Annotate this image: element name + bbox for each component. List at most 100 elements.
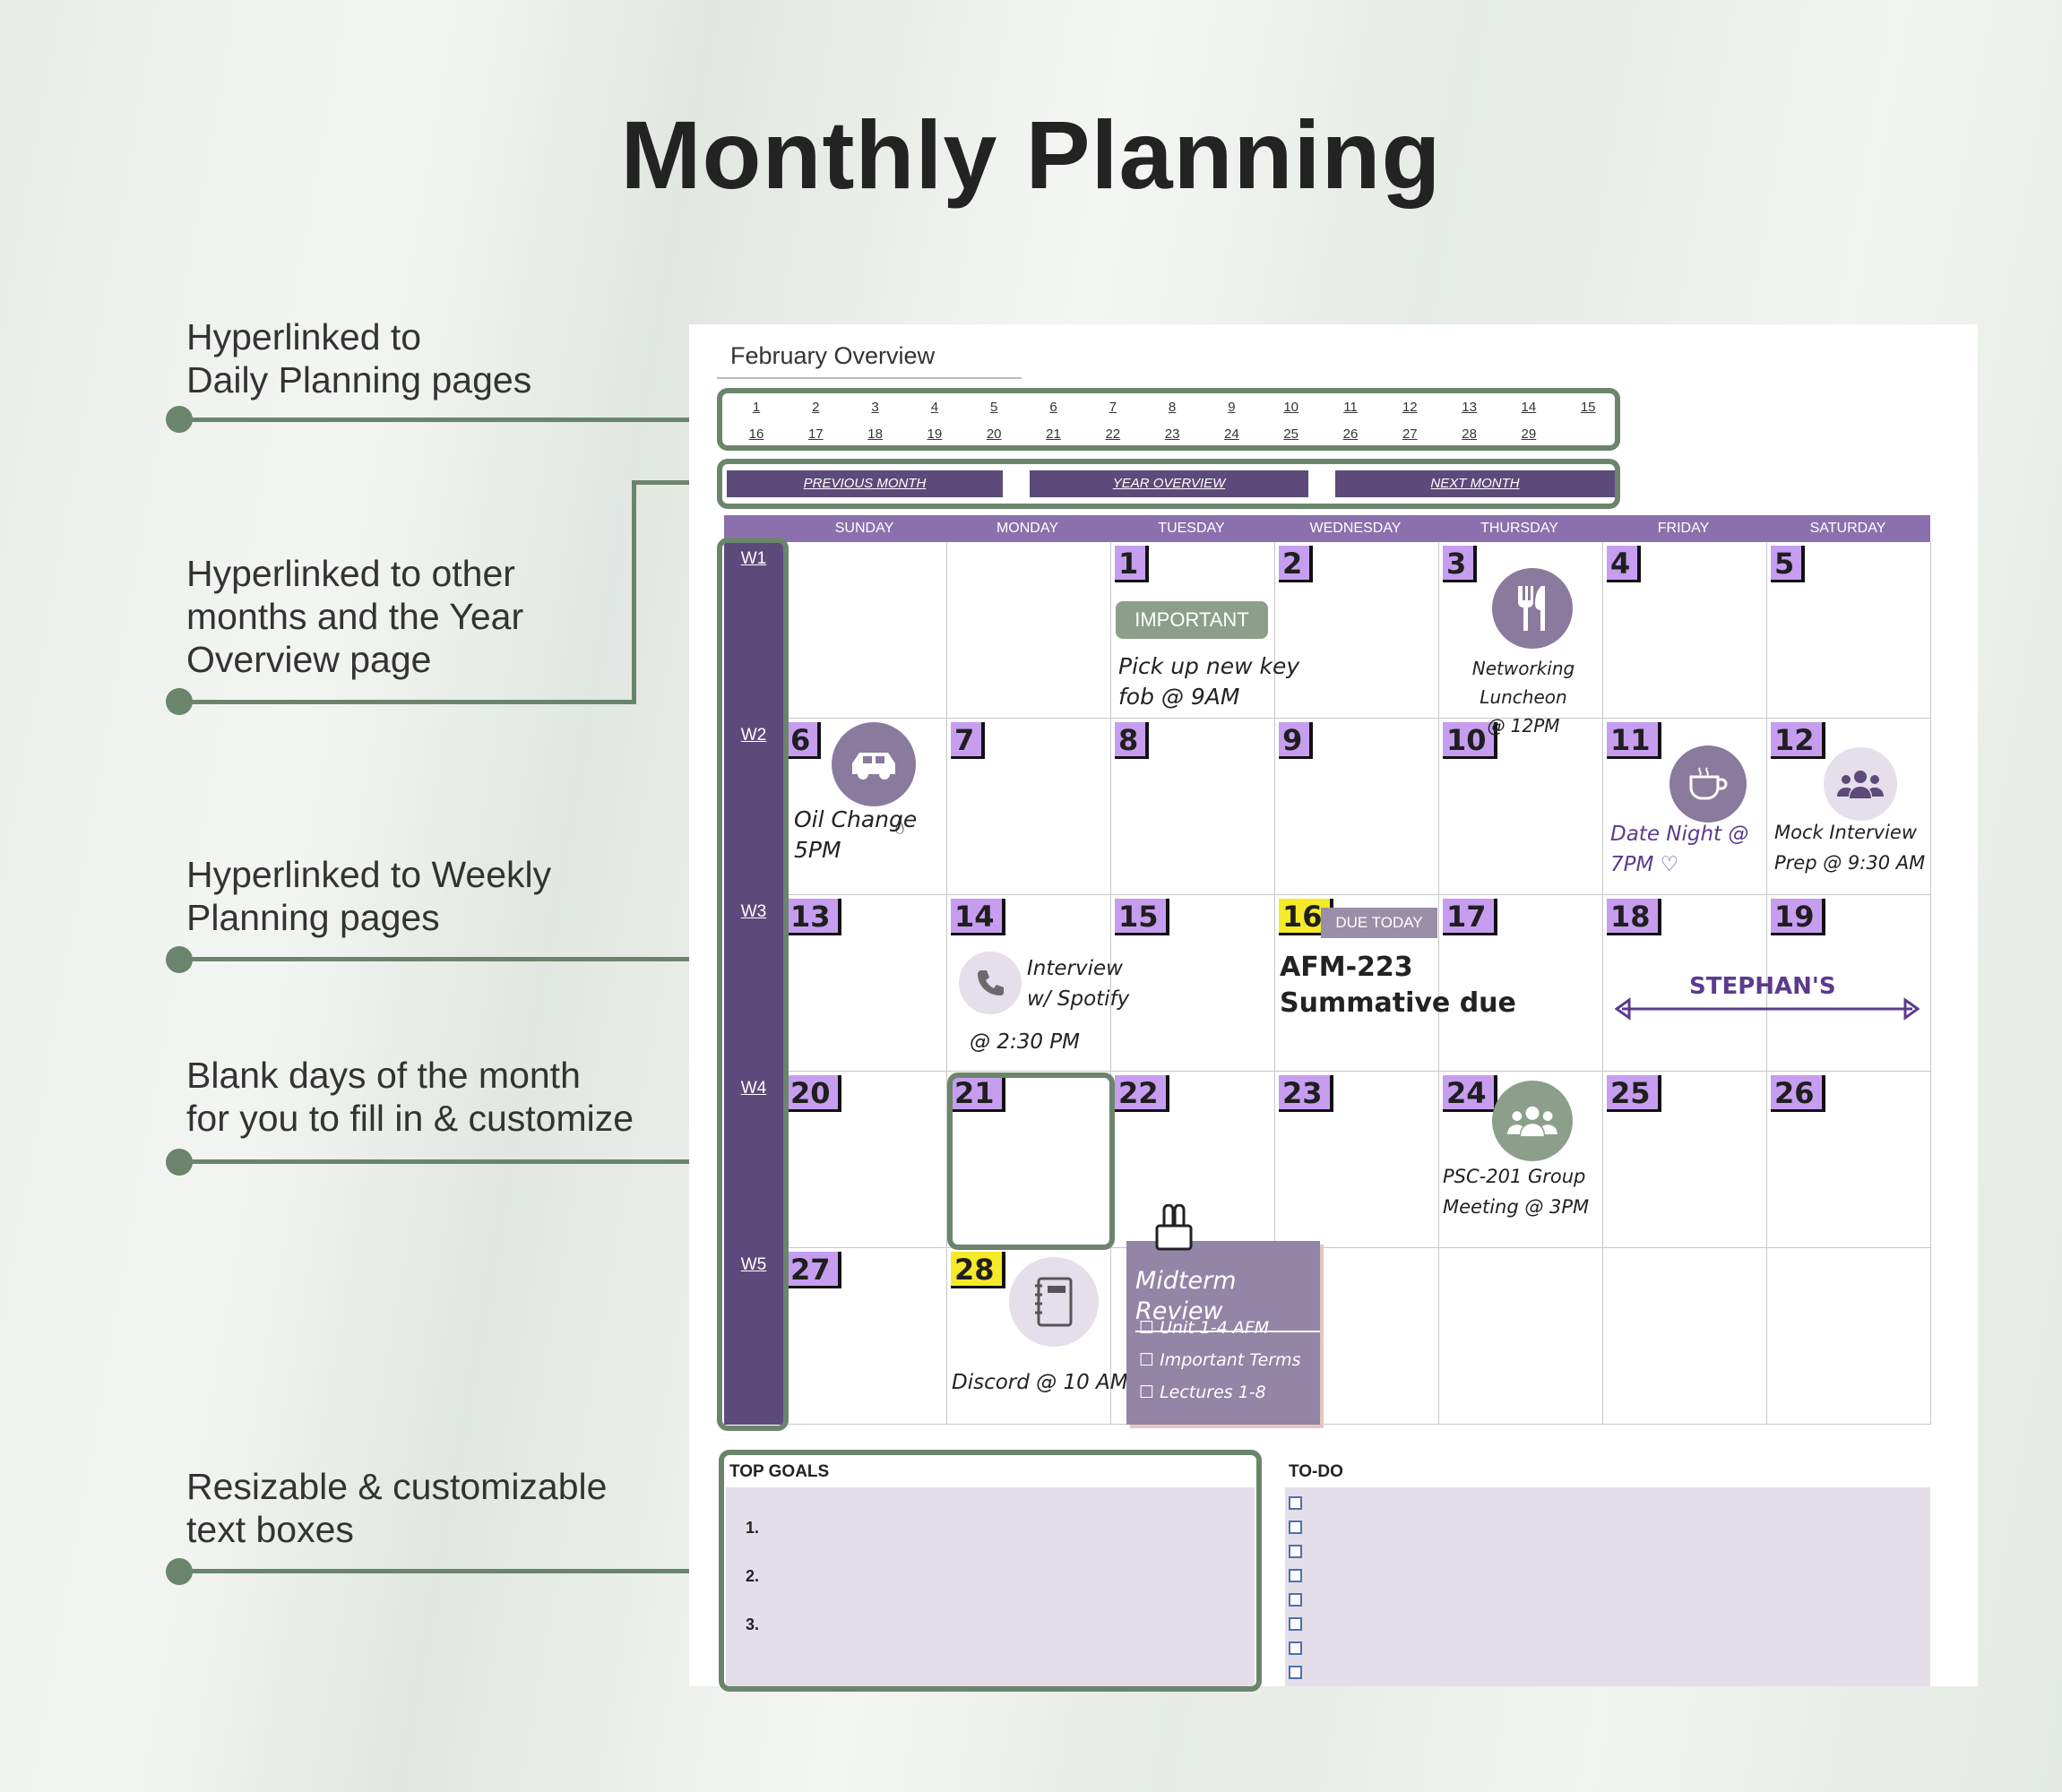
day-link[interactable]: 10: [1283, 400, 1299, 415]
day-cell[interactable]: [1111, 542, 1275, 719]
day-link[interactable]: 29: [1521, 426, 1537, 442]
sticky-title: Midterm Review: [1135, 1266, 1320, 1332]
day-cell[interactable]: [947, 895, 1111, 1072]
day-cell[interactable]: [1275, 542, 1439, 719]
day-cell[interactable]: [947, 719, 1111, 895]
week-link[interactable]: W2: [740, 726, 767, 745]
day-number: 13: [787, 899, 841, 935]
week-link[interactable]: W4: [740, 1079, 767, 1098]
todo-checkbox[interactable]: [1289, 1666, 1302, 1679]
day-cell[interactable]: [1603, 719, 1767, 895]
day-link[interactable]: 21: [1046, 426, 1061, 442]
day-cell[interactable]: [1439, 1248, 1603, 1425]
day-number: 11: [1607, 722, 1661, 759]
day-link[interactable]: 15: [1580, 400, 1596, 415]
day-link[interactable]: 5: [990, 400, 998, 415]
day-cell[interactable]: [1275, 1248, 1439, 1425]
todo-checkbox[interactable]: [1289, 1521, 1302, 1534]
top-goals-box[interactable]: [726, 1487, 1255, 1686]
day-link[interactable]: 9: [1228, 400, 1236, 415]
day-link[interactable]: 25: [1283, 426, 1299, 442]
day-cell[interactable]: [947, 1248, 1111, 1425]
day-number: 19: [1771, 899, 1825, 935]
day-link[interactable]: 17: [807, 426, 824, 442]
day-cell[interactable]: [1111, 895, 1275, 1072]
todo-checkbox[interactable]: [1289, 1569, 1302, 1582]
connector-line: [179, 1159, 950, 1164]
previous-month-button[interactable]: PREVIOUS MONTH: [727, 470, 1003, 497]
sticky-item: ☐ Important Terms: [1139, 1350, 1301, 1370]
week-link[interactable]: W5: [740, 1255, 767, 1274]
day-link[interactable]: 27: [1402, 426, 1418, 442]
todo-checkbox[interactable]: [1289, 1496, 1302, 1510]
day-cell[interactable]: [1275, 895, 1439, 1072]
event-note: Date Night @7PM ♡: [1610, 823, 1749, 876]
daily-links-highlight: [717, 388, 1620, 451]
day-link[interactable]: 6: [1049, 400, 1057, 415]
car-icon: [832, 722, 916, 806]
day-cell[interactable]: [783, 1072, 947, 1248]
todo-checkbox[interactable]: [1289, 1641, 1302, 1655]
day-link[interactable]: 7: [1109, 400, 1117, 415]
weekday-label: TUESDAY: [1158, 521, 1225, 536]
todo-checkbox[interactable]: [1289, 1593, 1302, 1607]
sticky-item: ☐ Unit 1-4 AFM: [1139, 1318, 1270, 1338]
day-cell[interactable]: [1275, 719, 1439, 895]
day-cell[interactable]: [783, 719, 947, 895]
day-cell[interactable]: [1603, 1072, 1767, 1248]
day-link[interactable]: 12: [1402, 400, 1418, 415]
goal-number: 3.: [746, 1615, 760, 1633]
day-cell[interactable]: [1767, 1072, 1931, 1248]
day-link[interactable]: 23: [1164, 426, 1180, 442]
day-cell[interactable]: [1439, 542, 1603, 719]
day-cell[interactable]: [1439, 1072, 1603, 1248]
next-month-button[interactable]: NEXT MONTH: [1335, 470, 1615, 497]
group-icon: [1492, 1081, 1573, 1161]
day-cell[interactable]: [1439, 895, 1603, 1072]
day-cell[interactable]: [1767, 1248, 1931, 1425]
day-cell[interactable]: [1603, 1248, 1767, 1425]
day-link[interactable]: 13: [1462, 400, 1477, 415]
connector-line: [632, 480, 636, 704]
notebook-icon: [1009, 1257, 1099, 1347]
todo-box[interactable]: [1285, 1487, 1930, 1686]
day-number: 15: [1115, 899, 1169, 935]
day-link[interactable]: 19: [927, 426, 943, 442]
day-cell[interactable]: [783, 895, 947, 1072]
day-cell[interactable]: [1767, 542, 1931, 719]
day-cell[interactable]: [783, 1248, 947, 1425]
day-link[interactable]: 11: [1343, 400, 1358, 415]
day-link[interactable]: 18: [867, 426, 883, 442]
day-link[interactable]: 16: [748, 426, 764, 442]
day-link[interactable]: 8: [1168, 400, 1177, 415]
day-cell[interactable]: [1275, 1072, 1439, 1248]
day-link[interactable]: 3: [871, 400, 879, 415]
day-link[interactable]: 2: [812, 400, 820, 415]
day-link[interactable]: 20: [986, 426, 1002, 442]
week-link[interactable]: W3: [740, 902, 767, 921]
day-link[interactable]: 26: [1342, 426, 1359, 442]
day-cell[interactable]: [1111, 719, 1275, 895]
day-cell[interactable]: [1439, 719, 1603, 895]
year-overview-button[interactable]: YEAR OVERVIEW: [1030, 470, 1308, 497]
day-link[interactable]: 22: [1105, 426, 1121, 442]
nav-highlight: [717, 459, 1620, 509]
day-link[interactable]: 24: [1224, 426, 1239, 442]
day-cell[interactable]: [1603, 542, 1767, 719]
day-link[interactable]: 14: [1521, 400, 1537, 415]
connector-line: [179, 957, 724, 961]
week-link[interactable]: W1: [740, 549, 767, 568]
todo-checkbox[interactable]: [1289, 1545, 1302, 1558]
day-cell[interactable]: [1603, 895, 1767, 1072]
day-cell[interactable]: [783, 542, 947, 719]
todo-checkbox[interactable]: [1289, 1617, 1302, 1631]
day-cell[interactable]: [1767, 719, 1931, 895]
day-cell[interactable]: [1767, 895, 1931, 1072]
day-link[interactable]: 1: [752, 400, 761, 415]
day-link[interactable]: 28: [1462, 426, 1477, 442]
day-cell[interactable]: [947, 542, 1111, 719]
day-link[interactable]: 4: [930, 400, 939, 415]
